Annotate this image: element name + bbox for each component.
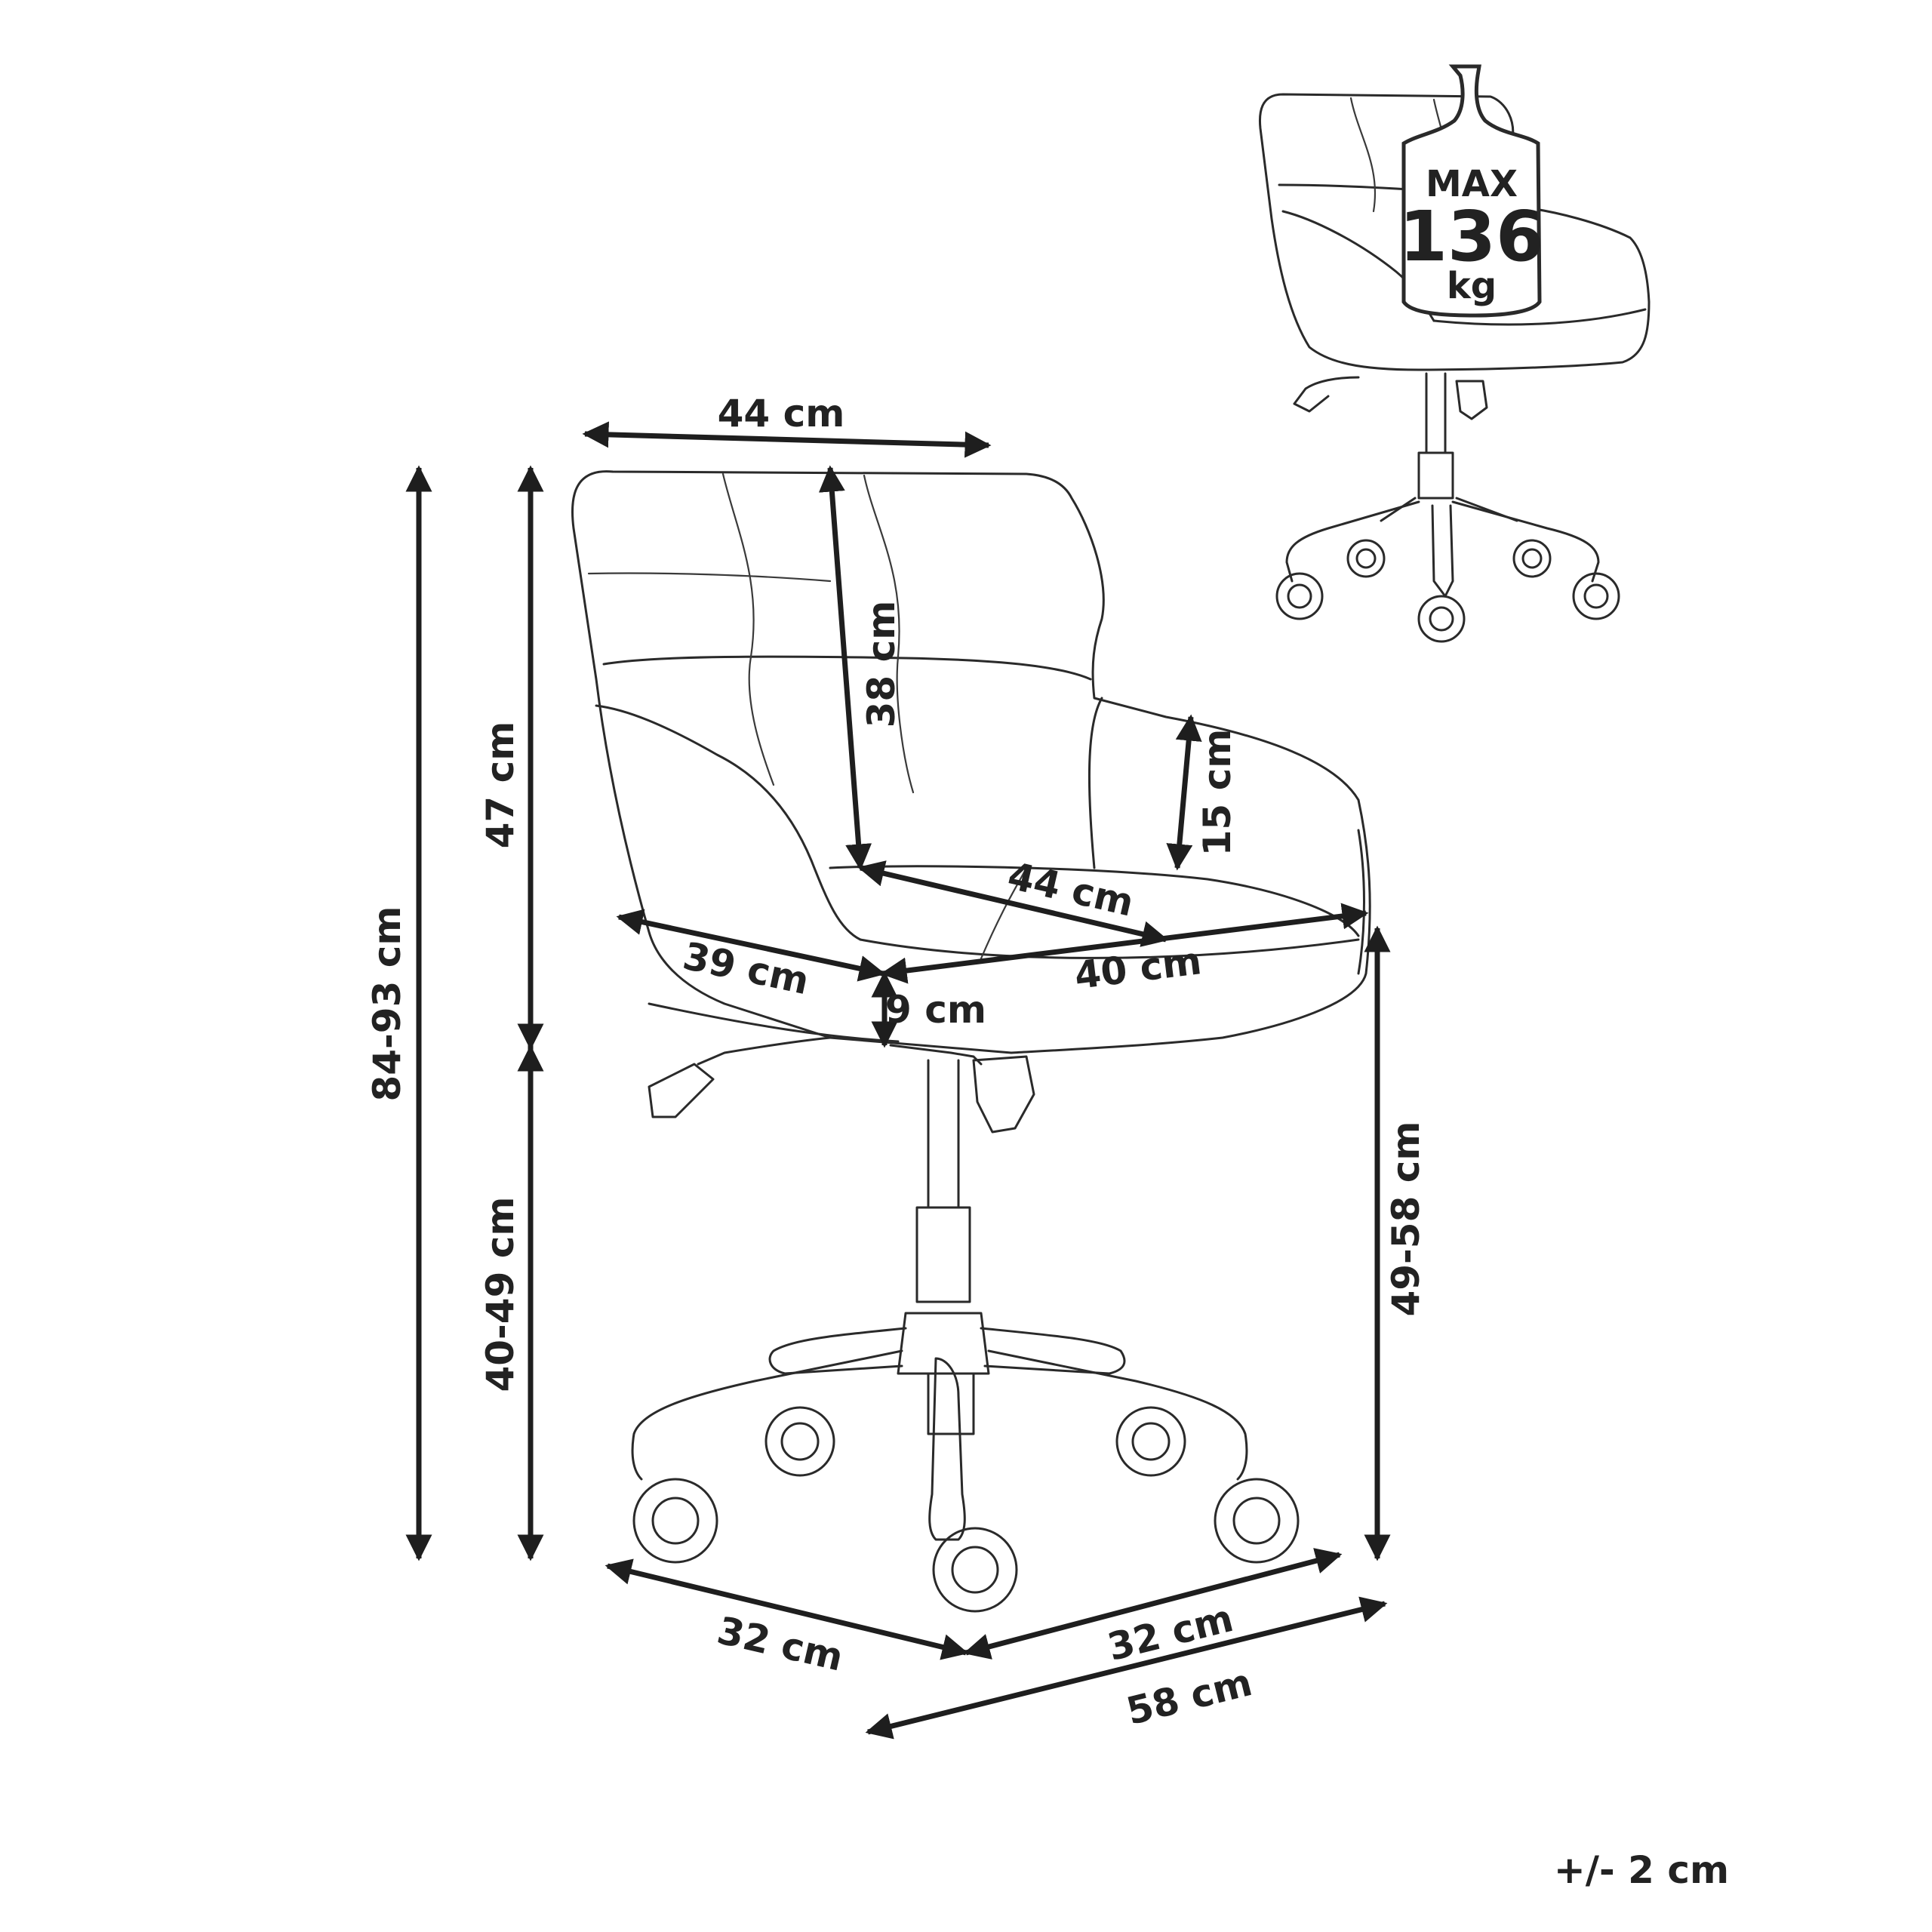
label-seat-thickness: 9 cm (885, 988, 986, 1032)
arrow-backrest-height (818, 465, 872, 871)
arrow-base-total (865, 1596, 1388, 1740)
main-chair-drawing (571, 470, 1371, 1613)
label-seat-depth: 44 cm (1004, 854, 1137, 924)
arrow-seat-width (880, 903, 1369, 984)
label-total-height: 84-93 cm (365, 906, 409, 1101)
weight-badge-value: 136 (1399, 196, 1544, 277)
tolerance-note: +/- 2 cm (1554, 1848, 1729, 1892)
dimension-labels: 44 cm 38 cm 15 cm 44 cm 40 cm 39 cm 9 cm… (365, 392, 1729, 1892)
arrow-arm-depth (616, 909, 886, 982)
label-armrest-height: 15 cm (1195, 729, 1239, 857)
label-arm-floor-height: 49-58 cm (1384, 1121, 1428, 1316)
dimension-arrows (405, 421, 1391, 1740)
label-seat-height: 40-49 cm (478, 1196, 522, 1392)
weight-badge-unit: kg (1447, 265, 1497, 307)
arrow-top-width (582, 421, 992, 458)
caster-group (632, 1406, 1300, 1613)
weight-badge: MAX 136 kg (1399, 64, 1544, 318)
arrow-armrest-height (1166, 714, 1202, 871)
label-top-width: 44 cm (718, 392, 845, 435)
weight-badge-max: MAX (1426, 163, 1518, 205)
label-back-height: 47 cm (478, 721, 522, 849)
label-backrest-height: 38 cm (860, 601, 903, 728)
weight-capacity-illustration: MAX 136 kg (1259, 64, 1651, 643)
label-base-total: 58 cm (1122, 1660, 1257, 1734)
